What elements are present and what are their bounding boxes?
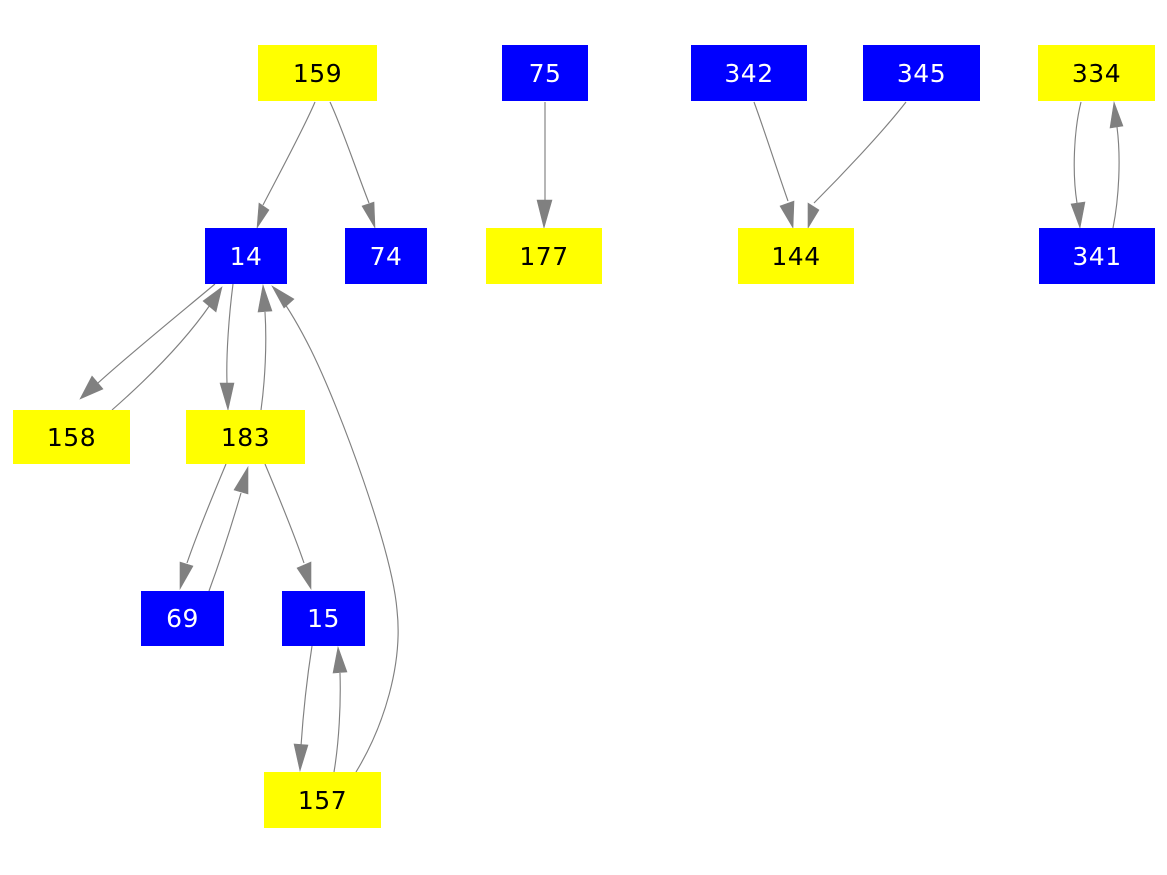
arrowhead-icon: [202, 286, 223, 313]
arrowhead-icon: [233, 465, 249, 495]
arrowhead-icon: [332, 645, 348, 674]
graph-node-label: 144: [771, 241, 821, 271]
arrowhead-icon: [1109, 100, 1124, 129]
edge-line: [264, 463, 305, 564]
graph-edge-75-to-177: [536, 102, 553, 230]
graph-node-159[interactable]: 159: [258, 45, 377, 101]
graph-edge-183-to-69: [179, 463, 227, 591]
graph-edge-14-to-158: [79, 283, 216, 400]
graph-node-177[interactable]: 177: [486, 228, 602, 284]
arrowhead-icon: [361, 201, 376, 229]
arrowhead-icon: [536, 199, 553, 230]
graph-node-label: 177: [519, 241, 569, 271]
graph-node-label: 74: [369, 241, 403, 271]
graph-node-label: 334: [1071, 58, 1122, 88]
graph-node-label: 14: [229, 241, 263, 271]
edge-line: [1112, 126, 1120, 229]
graph-node-label: 183: [220, 422, 271, 452]
graph-node-label: 342: [724, 58, 774, 88]
arrowhead-icon: [79, 375, 104, 400]
arrowhead-icon: [296, 561, 312, 590]
edge-line: [111, 304, 211, 411]
graph-edge-157-to-15: [332, 645, 348, 773]
arrowhead-icon: [257, 283, 273, 313]
graph-node-label: 75: [528, 58, 562, 88]
graph-node-74[interactable]: 74: [345, 228, 427, 284]
edge-line: [97, 283, 216, 384]
arrowhead-icon: [256, 202, 270, 230]
graph-edge-15-to-157: [293, 645, 313, 773]
graph-edge-345-to-144: [807, 101, 907, 230]
graph-node-158[interactable]: 158: [13, 410, 130, 464]
edge-line: [329, 101, 370, 204]
graph-node-label: 345: [896, 58, 947, 88]
graph-edge-341-to-334: [1109, 100, 1124, 229]
edge-line: [333, 672, 341, 773]
arrowhead-icon: [293, 743, 309, 773]
edge-line: [208, 492, 242, 592]
edge-line: [260, 311, 267, 411]
graph-edge-334-to-341: [1070, 101, 1086, 230]
edge-line: [226, 283, 234, 384]
graph-edge-14-to-183: [219, 283, 235, 412]
graph-node-342[interactable]: 342: [691, 45, 807, 101]
arrowhead-icon: [271, 285, 295, 309]
arrowhead-icon: [807, 202, 820, 230]
graph-node-15[interactable]: 15: [282, 591, 365, 646]
graph-node-183[interactable]: 183: [186, 410, 305, 464]
graph-node-14[interactable]: 14: [205, 228, 287, 284]
edge-line: [186, 463, 227, 564]
graph-edge-183-to-14: [257, 283, 273, 411]
graph-node-label: 341: [1072, 241, 1122, 271]
graph-edge-159-to-74: [329, 101, 376, 229]
graph-node-341[interactable]: 341: [1039, 228, 1155, 284]
graph-edge-183-to-15: [264, 463, 312, 590]
graph-edge-342-to-144: [753, 101, 795, 230]
graph-node-75[interactable]: 75: [502, 45, 588, 101]
arrowhead-icon: [179, 561, 194, 591]
edge-line: [262, 101, 316, 206]
graph-edge-69-to-183: [208, 465, 249, 592]
arrowhead-icon: [1070, 201, 1086, 230]
graph-node-label: 158: [46, 422, 97, 452]
edge-line: [277, 293, 399, 773]
graph-node-label: 69: [166, 604, 199, 633]
graph-node-label: 15: [307, 604, 340, 633]
graph-node-label: 157: [297, 785, 348, 815]
graph-edge-157-to-14: [271, 285, 399, 773]
graph-node-69[interactable]: 69: [141, 591, 224, 646]
graph-node-345[interactable]: 345: [863, 45, 980, 101]
graph-node-157[interactable]: 157: [264, 772, 381, 828]
graph-node-334[interactable]: 334: [1038, 45, 1155, 101]
edge-line: [1073, 101, 1082, 204]
edge-line: [753, 101, 789, 202]
graph-edge-158-to-14: [111, 286, 223, 411]
edge-line: [300, 645, 313, 747]
graph-edge-159-to-14: [256, 101, 316, 230]
arrowhead-icon: [779, 200, 795, 230]
edge-line: [813, 101, 907, 204]
graph-node-144[interactable]: 144: [738, 228, 854, 284]
graph-node-label: 159: [292, 58, 343, 88]
arrowhead-icon: [219, 382, 235, 412]
